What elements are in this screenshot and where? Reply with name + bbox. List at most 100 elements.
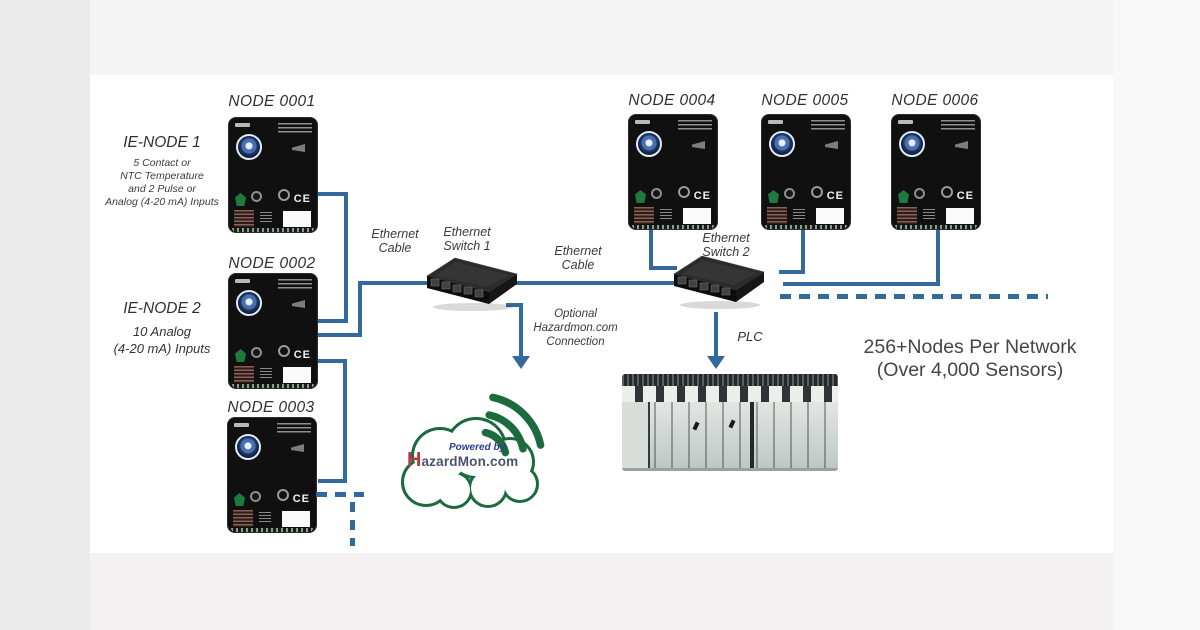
ie-node1-description: 5 Contact or NTC Temperature and 2 Pulse… — [86, 157, 238, 209]
ce-mark: CE — [693, 190, 711, 202]
ethernet-cable1-line1: Ethernet — [371, 227, 419, 241]
ie-node1-desc-line2: NTC Temperature — [120, 170, 204, 182]
capacity-line1: 256+Nodes Per Network — [863, 336, 1077, 358]
ethernet-switch1-line1: Ethernet — [443, 225, 491, 239]
e-mark-icon — [811, 186, 823, 198]
rohs-leaf-icon — [768, 190, 779, 203]
terminal-strip — [765, 225, 847, 229]
cable-node5-switch2-b — [779, 270, 805, 274]
device-brand-mark — [768, 120, 783, 124]
device-logo-icon — [692, 141, 705, 149]
hazardmon-cloud — [401, 393, 545, 509]
cable-node2-switch1-b — [358, 281, 362, 337]
plc-device — [622, 374, 838, 471]
optional-connection-label: Optional Hazardmon.com Connection — [518, 307, 633, 349]
node4-label: NODE 0004 — [628, 92, 716, 109]
white-label — [283, 211, 311, 227]
background-band-bottom — [90, 553, 1113, 630]
node6-label: NODE 0006 — [891, 92, 979, 109]
label-fine-print — [233, 510, 253, 527]
serial-text — [259, 512, 271, 522]
wifi-icon — [481, 393, 545, 457]
node3-extension-dashed-v — [350, 502, 355, 546]
ce-mark: CE — [293, 349, 311, 361]
ethernet-switch1-line2: Switch 1 — [443, 239, 491, 253]
optional-line2: Hazardmon.com — [533, 322, 618, 334]
approval-badge-icon — [236, 290, 262, 316]
cable-node1-node2 — [318, 192, 348, 323]
cable-node5-switch2-a — [801, 230, 805, 274]
ce-mark: CE — [293, 193, 311, 205]
ethernet-cable2-line2: Cable — [561, 258, 595, 272]
node3-device: CE — [227, 417, 317, 533]
ce-mark: CE — [826, 190, 844, 202]
rohs-leaf-icon — [235, 349, 246, 362]
optional-line1: Optional — [554, 308, 597, 320]
cable-switch1-cloud-a — [506, 303, 523, 307]
device-logo-icon — [291, 444, 304, 452]
background-band-top — [90, 0, 1113, 75]
approval-badge-icon — [899, 131, 925, 157]
node2-label: NODE 0002 — [228, 255, 316, 272]
ethernet-switch1-device — [426, 257, 518, 311]
label-fine-print — [897, 207, 917, 224]
arrow-to-plc-icon — [707, 356, 725, 369]
cable-node4-switch2-b — [649, 266, 677, 270]
capacity-note: 256+Nodes Per Network (Over 4,000 Sensor… — [855, 336, 1085, 381]
cert-dot-icon — [250, 491, 261, 502]
ethernet-cable2-line1: Ethernet — [554, 244, 602, 258]
device-spec-text — [278, 123, 312, 133]
plc-power-supply — [622, 402, 650, 468]
device-brand-mark — [235, 279, 250, 283]
ie-node1-desc-line3: and 2 Pulse or — [128, 183, 196, 195]
device-brand-mark — [635, 120, 650, 124]
background-band-left — [0, 0, 90, 630]
hazardmon-logo-initial: H — [407, 449, 422, 471]
terminal-strip — [632, 225, 714, 229]
ce-mark: CE — [292, 493, 310, 505]
label-fine-print — [634, 207, 654, 224]
node5-label: NODE 0005 — [761, 92, 849, 109]
cable-node4-switch2-a — [649, 230, 653, 270]
device-spec-text — [941, 120, 975, 130]
white-label — [946, 208, 974, 224]
device-logo-icon — [825, 141, 838, 149]
ie-node2-title: IE-NODE 2 — [123, 300, 201, 317]
node5-device: CE — [761, 114, 851, 230]
cert-dot-icon — [251, 191, 262, 202]
hazardmon-logo-rest: azardMon.com — [421, 454, 519, 469]
e-mark-icon — [278, 345, 290, 357]
device-logo-icon — [955, 141, 968, 149]
device-spec-text — [278, 279, 312, 289]
node1-label: NODE 0001 — [228, 93, 316, 110]
serial-text — [793, 209, 805, 219]
e-mark-icon — [277, 489, 289, 501]
cert-dot-icon — [251, 347, 262, 358]
cable-node2-switch1-c — [362, 281, 432, 285]
cert-dot-icon — [651, 188, 662, 199]
label-fine-print — [234, 366, 254, 383]
e-mark-icon — [941, 186, 953, 198]
ce-mark: CE — [956, 190, 974, 202]
background-band-right — [1113, 0, 1200, 630]
ethernet-switch1-label: Ethernet Switch 1 — [434, 225, 500, 253]
device-spec-text — [277, 423, 311, 433]
node6-device: CE — [891, 114, 981, 230]
serial-text — [260, 212, 272, 222]
e-mark-icon — [678, 186, 690, 198]
cable-switch2-plc — [714, 312, 718, 358]
hazardmon-logo: HazardMon.com — [407, 449, 518, 472]
ethernet-switch2-line1: Ethernet — [702, 231, 750, 245]
ie-node1-title: IE-NODE 1 — [123, 134, 201, 151]
device-logo-icon — [292, 144, 305, 152]
node1-device: CE — [228, 117, 318, 233]
cable-node6-switch2-b — [783, 282, 940, 286]
plc-vent-strip — [622, 374, 838, 386]
rohs-leaf-icon — [635, 190, 646, 203]
node2-device: CE — [228, 273, 318, 389]
cable-node2-switch1-a — [318, 333, 362, 337]
serial-text — [660, 209, 672, 219]
rohs-leaf-icon — [234, 493, 245, 506]
approval-badge-icon — [636, 131, 662, 157]
